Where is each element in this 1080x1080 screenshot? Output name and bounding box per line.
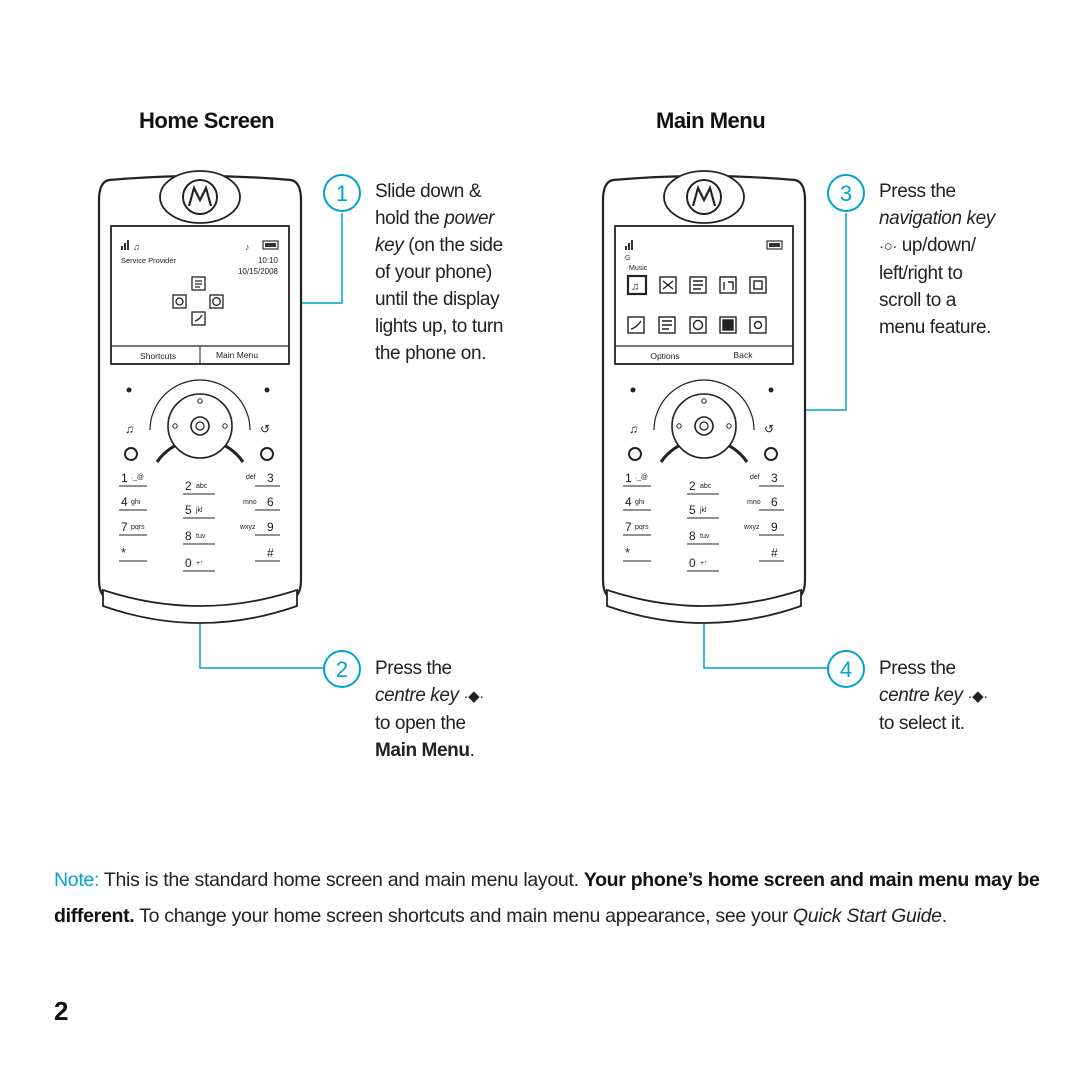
key-5: 5 [689, 503, 696, 517]
settings-icon [749, 316, 767, 334]
centre-key-icon: ·◆· [463, 688, 485, 705]
step-3-badge: 3 [827, 174, 865, 212]
svg-text:2: 2 [336, 657, 348, 682]
main-menu-title: Main Menu [656, 108, 766, 133]
soft-left-label: Shortcuts [140, 351, 176, 361]
battery-icon [766, 240, 783, 250]
soft-left-label: Options [650, 351, 679, 361]
key-4: 4 [121, 495, 128, 509]
date: 10/15/2008 [238, 267, 279, 276]
svg-text:pqrs: pqrs [635, 524, 649, 531]
music-icon [626, 274, 648, 296]
battery-icon [262, 240, 279, 250]
key-9: 9 [267, 520, 274, 534]
svg-text:wxyz: wxyz [743, 524, 760, 531]
key-hash: # [771, 546, 778, 560]
soft-right-label: Main Menu [216, 350, 258, 360]
svg-text:+↑: +↑ [196, 560, 204, 567]
svg-text:._@: ._@ [635, 474, 648, 481]
svg-text:._@: ._@ [131, 474, 144, 481]
svg-text:mno: mno [243, 499, 257, 506]
signal-icon [625, 240, 633, 250]
key-star: * [625, 545, 630, 560]
key-1: 1 [625, 471, 632, 485]
key-2: 2 [689, 479, 696, 493]
svg-text:4: 4 [840, 657, 852, 682]
menu-phone: G Music ♫ Options Back ♫ ↺ 1._@ 2 abc def… [599, 170, 809, 645]
key-hash: # [267, 546, 274, 560]
key-7: 7 [121, 520, 128, 534]
signal-icon [121, 240, 129, 250]
key-2: 2 [185, 479, 192, 493]
key-5: 5 [185, 503, 192, 517]
highlight-label: Music [629, 265, 648, 272]
svg-text:ghi: ghi [635, 499, 645, 506]
note-paragraph: Note: This is the standard home screen a… [54, 869, 1040, 927]
soft-right-label: Back [734, 350, 754, 360]
svg-text:↺: ↺ [260, 422, 270, 436]
svg-text:pqrs: pqrs [131, 524, 145, 531]
svg-text:def: def [246, 474, 256, 481]
key-6: 6 [267, 495, 274, 509]
key-8: 8 [689, 529, 696, 543]
step-3-text: Press the navigation key ·○· up/down/ le… [879, 181, 995, 338]
svg-text:abc: abc [700, 483, 712, 490]
note-label: Note: [54, 869, 100, 891]
svg-text:jkl: jkl [699, 507, 707, 514]
navigation-key-icon: ·○· [879, 238, 897, 255]
svg-text:def: def [750, 474, 760, 481]
svg-text:♫: ♫ [125, 422, 134, 436]
step-4-badge: 4 [827, 650, 865, 688]
step-1-text: Slide down & hold the power key (on the … [375, 181, 503, 364]
navigation-key-icon [671, 393, 737, 459]
navigation-key-icon [167, 393, 233, 459]
svg-text:♫: ♫ [133, 242, 140, 252]
svg-text:tuv: tuv [700, 533, 710, 540]
svg-text:3: 3 [840, 181, 852, 206]
key-0: 0 [185, 556, 192, 570]
key-6: 6 [771, 495, 778, 509]
svg-text:G: G [625, 255, 630, 262]
svg-text:♫: ♫ [631, 281, 639, 293]
home-phone: ♫ ♪ Service Provider 10:10 10/15/2008 Sh… [95, 170, 305, 645]
step-2-badge: 2 [323, 650, 361, 688]
svg-text:+↑: +↑ [700, 560, 708, 567]
svg-text:abc: abc [196, 483, 208, 490]
clock-time: 10:10 [258, 256, 279, 265]
home-screen-title: Home Screen [139, 108, 275, 133]
key-4: 4 [625, 495, 632, 509]
key-3: 3 [267, 471, 274, 485]
step-1-badge: 1 [323, 174, 361, 212]
motorola-logo-icon [159, 170, 241, 224]
alert-icon: ♪ [245, 242, 250, 252]
service-provider: Service Provider [121, 256, 177, 265]
svg-text:mno: mno [747, 499, 761, 506]
svg-text:♫: ♫ [629, 422, 638, 436]
svg-text:wxyz: wxyz [239, 524, 256, 531]
shuffle-icon [659, 276, 677, 294]
key-1: 1 [121, 471, 128, 485]
svg-text:tuv: tuv [196, 533, 206, 540]
svg-text:ghi: ghi [131, 499, 141, 506]
page-number: 2 [54, 996, 69, 1026]
step-4-text: Press the centre key ·◆· to select it. [879, 658, 989, 734]
key-8: 8 [185, 529, 192, 543]
key-star: * [121, 545, 126, 560]
svg-text:1: 1 [336, 181, 348, 206]
step-2-text: Press the centre key ·◆· to open the Mai… [375, 658, 485, 761]
svg-text:↺: ↺ [764, 422, 774, 436]
key-0: 0 [689, 556, 696, 570]
key-7: 7 [625, 520, 632, 534]
motorola-logo-icon [663, 170, 745, 224]
key-3: 3 [771, 471, 778, 485]
key-9: 9 [771, 520, 778, 534]
centre-key-icon: ·◆· [967, 688, 989, 705]
svg-text:jkl: jkl [195, 507, 203, 514]
